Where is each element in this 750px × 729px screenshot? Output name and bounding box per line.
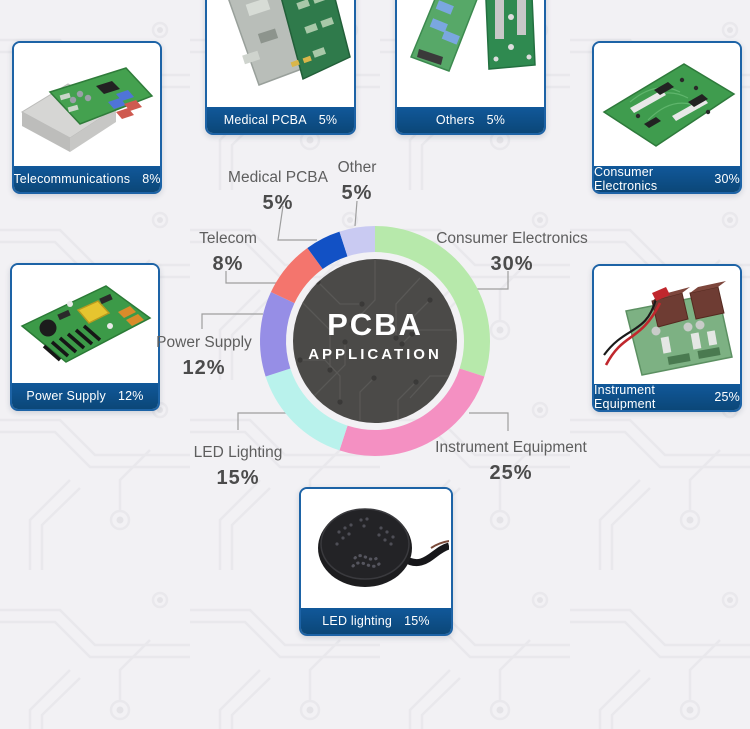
donut-segment-other xyxy=(339,226,376,257)
callout-consumer-electronics: Consumer Electronics 30% xyxy=(412,230,612,276)
led-lighting-card: LED lighting 15% xyxy=(299,487,453,636)
callout-instrument-equipment: Instrument Equipment 25% xyxy=(411,439,611,485)
caption-text: Telecommunications xyxy=(13,172,131,186)
callout-label: Other xyxy=(337,159,377,176)
callout-percentage: 15% xyxy=(216,466,260,489)
medical-pcba-photo xyxy=(207,0,354,107)
caption-pct: 5% xyxy=(318,113,338,127)
chart-center-title-block: PCBA APPLICATION xyxy=(275,307,475,363)
telecommunications-caption: Telecommunications 8% xyxy=(14,166,160,192)
callout-percentage: 8% xyxy=(212,252,244,275)
donut-segment-telecom xyxy=(270,247,324,304)
caption-pct: 12% xyxy=(117,389,144,403)
medical-pcba-card: Medical PCBA 5% xyxy=(205,0,356,135)
donut-segment-power-supply xyxy=(260,292,295,377)
callout-label: Power Supply xyxy=(156,334,252,351)
donut-ring xyxy=(260,226,490,456)
callout-led-lighting: LED Lighting 15% xyxy=(163,444,313,490)
others-card: Others 5% xyxy=(395,0,546,135)
medical-pcba-caption: Medical PCBA 5% xyxy=(207,107,354,133)
power-supply-card: Power Supply 12% xyxy=(10,263,160,411)
callout-percentage: 30% xyxy=(490,252,534,275)
chart-title: PCBA xyxy=(327,307,423,342)
callout-label: Consumer Electronics xyxy=(436,230,588,247)
telecommunications-photo xyxy=(14,43,160,166)
callout-label: LED Lighting xyxy=(193,444,283,461)
consumer-electronics-caption: Consumer Electronics 30% xyxy=(594,165,740,193)
callout-other: Other 5% xyxy=(317,159,397,205)
callout-percentage: 25% xyxy=(489,461,533,484)
chart-subtitle: APPLICATION xyxy=(308,345,442,363)
led-lighting-caption: LED lighting 15% xyxy=(301,608,451,634)
callout-telecom: Telecom 8% xyxy=(168,230,288,276)
caption-text: Consumer Electronics xyxy=(594,165,658,193)
others-photo xyxy=(397,0,544,107)
power-supply-photo xyxy=(12,265,158,383)
caption-text: Medical PCBA xyxy=(223,113,307,127)
leader-line-medical-pcba xyxy=(277,205,317,241)
telecommunications-card: Telecommunications 8% xyxy=(12,41,162,194)
callout-label: Instrument Equipment xyxy=(435,439,587,456)
others-caption: Others 5% xyxy=(397,107,544,133)
leader-line-led-lighting xyxy=(237,412,286,430)
leader-line-telecom xyxy=(225,271,288,284)
leader-line-power-supply xyxy=(201,313,263,329)
donut-segment-led-lighting xyxy=(265,368,348,451)
instrument-equipment-card: Instrument Equipment 25% xyxy=(592,264,742,412)
donut-segment-consumer-electronics xyxy=(374,226,490,377)
callout-percentage: 5% xyxy=(341,181,373,204)
callout-label: Telecom xyxy=(199,230,257,247)
leader-line-instrument-equipment xyxy=(469,412,509,431)
callout-label: Medical PCBA xyxy=(228,169,328,186)
callout-medical-pcba: Medical PCBA 5% xyxy=(203,169,353,215)
callout-percentage: 12% xyxy=(182,356,226,379)
caption-pct: 15% xyxy=(404,614,430,628)
instrument-equipment-caption: Instrument Equipment 25% xyxy=(594,383,740,411)
leader-line-other xyxy=(354,200,358,227)
donut-segment-instrument-equipment xyxy=(339,368,485,456)
donut-segment-medical-pcba xyxy=(307,231,348,270)
callout-percentage: 5% xyxy=(262,191,294,214)
power-supply-caption: Power Supply 12% xyxy=(12,383,158,409)
caption-pct: 25% xyxy=(714,390,740,404)
leader-line-consumer-electronics xyxy=(477,271,509,290)
caption-pct: 5% xyxy=(486,113,506,127)
caption-pct: 8% xyxy=(142,172,161,186)
consumer-electronics-card: Consumer Electronics 30% xyxy=(592,41,742,194)
instrument-equipment-photo xyxy=(594,266,740,384)
caption-text: LED lighting xyxy=(322,614,393,628)
caption-text: Power Supply xyxy=(26,389,106,403)
led-lighting-photo xyxy=(301,489,451,608)
caption-text: Instrument Equipment xyxy=(594,383,656,411)
callout-power-supply: Power Supply 12% xyxy=(131,334,277,380)
consumer-electronics-photo xyxy=(594,43,740,166)
caption-pct: 30% xyxy=(714,172,740,186)
caption-text: Others xyxy=(435,113,475,127)
